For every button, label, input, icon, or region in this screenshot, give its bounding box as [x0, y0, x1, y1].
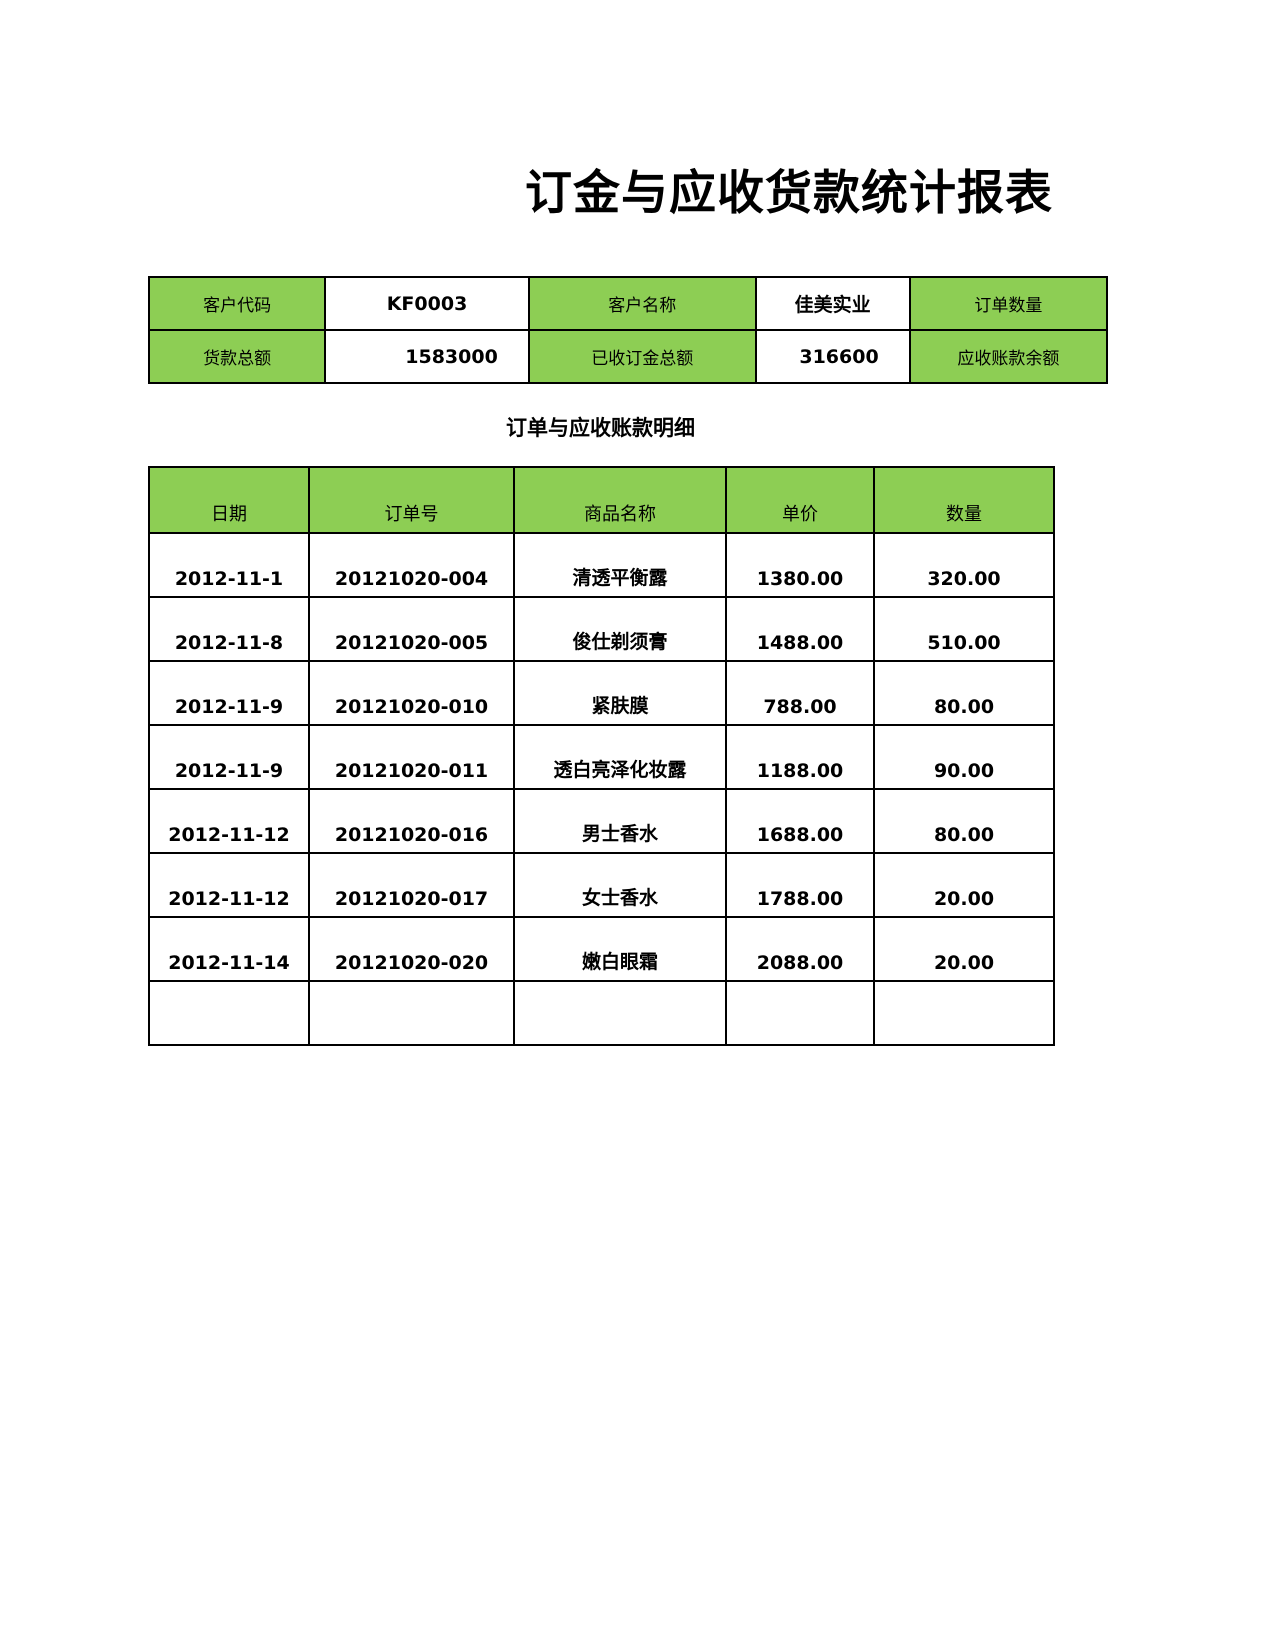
detail-table-header: 日期订单号商品名称单价数量: [148, 466, 1055, 534]
table-cell: [873, 980, 1055, 1046]
table-cell: 80.00: [873, 660, 1055, 726]
summary-field-label: 订单数量: [908, 276, 1109, 331]
table-cell: 1788.00: [725, 852, 875, 918]
table-cell: 1380.00: [725, 532, 875, 598]
table-cell: 20121020-017: [308, 852, 515, 918]
table-cell: 2012-11-1: [148, 532, 310, 598]
table-row: [148, 980, 1055, 1046]
table-cell: 788.00: [725, 660, 875, 726]
table-cell: 1488.00: [725, 596, 875, 662]
column-header: 单价: [725, 466, 875, 534]
table-cell: 俊仕剃须膏: [513, 596, 727, 662]
table-cell: 2012-11-12: [148, 852, 310, 918]
table-cell: 紧肤膜: [513, 660, 727, 726]
table-cell: 2012-11-8: [148, 596, 310, 662]
table-cell: 男士香水: [513, 788, 727, 854]
table-cell: 2012-11-9: [148, 660, 310, 726]
table-cell: 20121020-016: [308, 788, 515, 854]
table-cell: 嫩白眼霜: [513, 916, 727, 982]
table-cell: 320.00: [873, 532, 1055, 598]
table-cell: 80.00: [873, 788, 1055, 854]
table-cell: 1688.00: [725, 788, 875, 854]
table-cell: 20121020-010: [308, 660, 515, 726]
column-header: 商品名称: [513, 466, 727, 534]
table-cell: 1188.00: [725, 724, 875, 790]
table-cell: 90.00: [873, 724, 1055, 790]
table-cell: 20.00: [873, 852, 1055, 918]
table-cell: 2012-11-9: [148, 724, 310, 790]
detail-header-row: 日期订单号商品名称单价数量: [148, 466, 1055, 534]
summary-field-value: 316600: [754, 329, 911, 384]
column-header: 日期: [148, 466, 310, 534]
summary-field-label: 货款总额: [147, 329, 327, 384]
table-cell: 2012-11-12: [148, 788, 310, 854]
table-cell: [148, 980, 310, 1046]
table-cell: 510.00: [873, 596, 1055, 662]
table-cell: 2088.00: [725, 916, 875, 982]
summary-field-value: 佳美实业: [754, 276, 911, 331]
table-cell: 20121020-011: [308, 724, 515, 790]
table-cell: [308, 980, 515, 1046]
summary-field-label: 已收订金总额: [527, 329, 757, 384]
column-header: 数量: [873, 466, 1055, 534]
summary-field-label: 客户代码: [147, 276, 327, 331]
detail-section-subtitle: 订单与应收账款明细: [506, 416, 695, 440]
table-cell: 女士香水: [513, 852, 727, 918]
table-cell: 20121020-005: [308, 596, 515, 662]
summary-field-value: KF0003: [324, 276, 530, 331]
column-header: 订单号: [308, 466, 515, 534]
table-cell: 2012-11-14: [148, 916, 310, 982]
summary-field-value: 1583000: [324, 329, 530, 384]
table-cell: 清透平衡露: [513, 532, 727, 598]
table-cell: [725, 980, 875, 1046]
summary-field-label: 客户名称: [527, 276, 757, 331]
table-cell: 20.00: [873, 916, 1055, 982]
page-title: 订金与应收货款统计报表: [525, 166, 1053, 221]
summary-field-label: 应收账款余额: [908, 329, 1109, 384]
table-cell: 20121020-020: [308, 916, 515, 982]
table-cell: 透白亮泽化妆露: [513, 724, 727, 790]
table-cell: 20121020-004: [308, 532, 515, 598]
table-cell: [513, 980, 727, 1046]
